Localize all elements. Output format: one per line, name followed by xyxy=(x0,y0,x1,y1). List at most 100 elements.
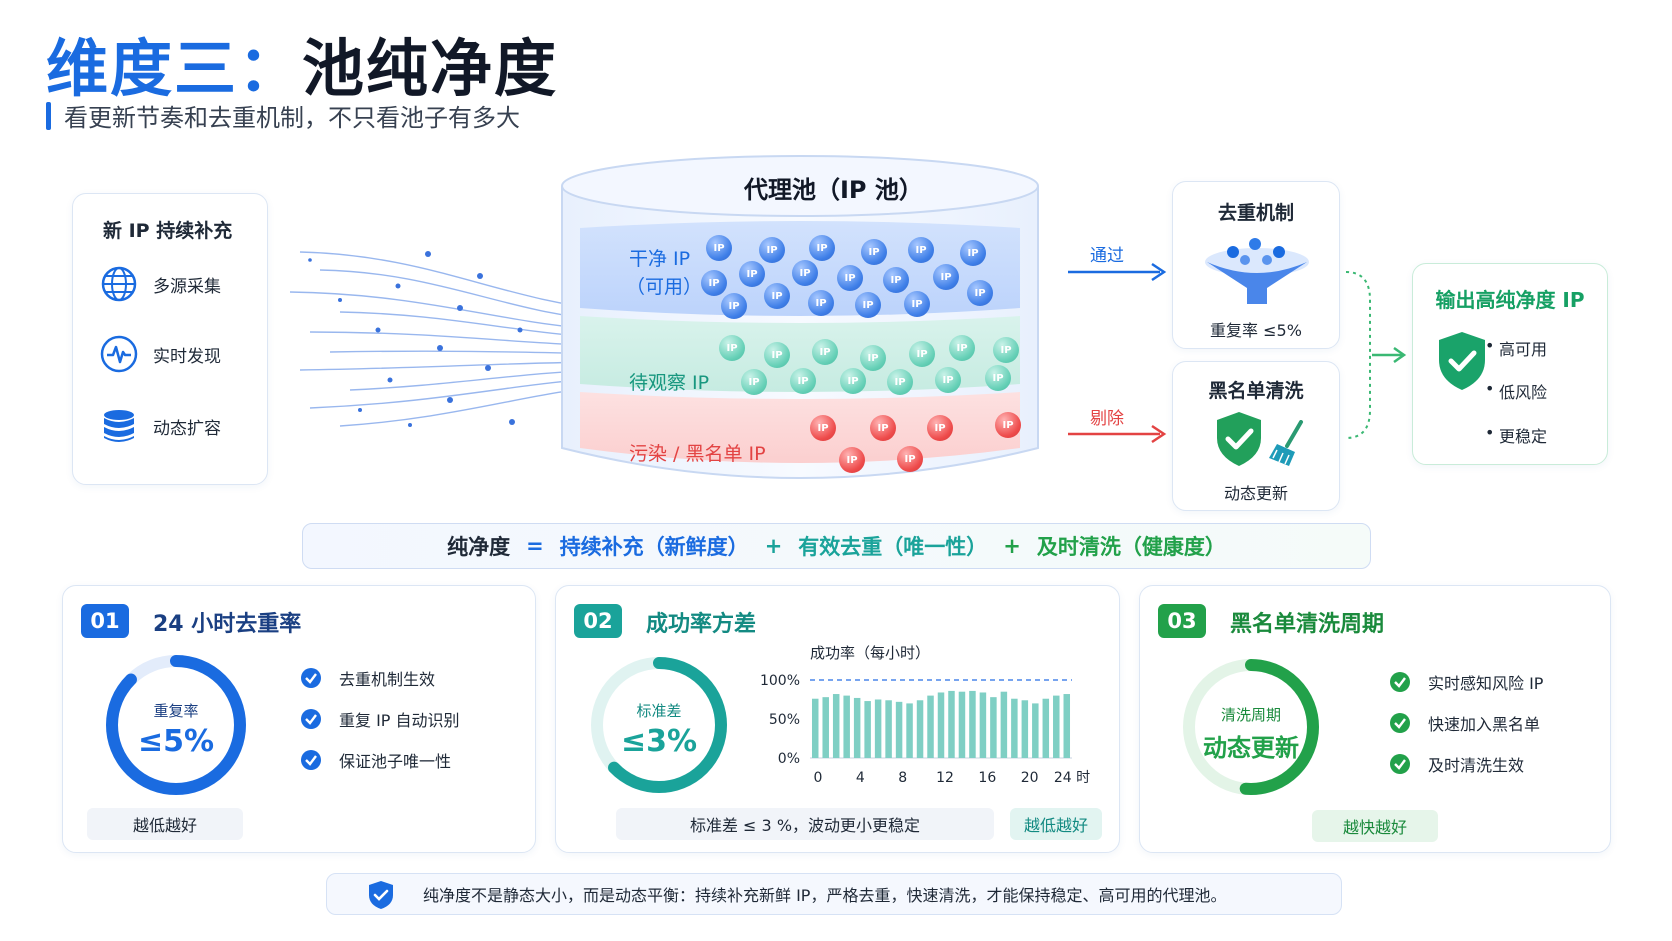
output-item: 更稳定 xyxy=(1485,423,1547,447)
ip-dot: IP xyxy=(897,446,923,472)
funnel-icon xyxy=(1205,238,1309,304)
check-item: 实时感知风险 IP xyxy=(1390,670,1543,694)
y-tick-label: 100% xyxy=(760,673,800,689)
source-card: 新 IP 持续补充 多源采集 实时发现 动态扩容 xyxy=(72,193,268,485)
y-tick-label: 50% xyxy=(769,712,800,728)
ip-dot: IP xyxy=(808,290,834,316)
source-item-label: 实时发现 xyxy=(153,346,221,367)
page-subtitle: 看更新节奏和去重机制，不只看池子有多大 xyxy=(46,98,520,133)
ip-dot: IP xyxy=(870,415,896,441)
x-tick-label: 8 xyxy=(898,770,907,786)
metric-card-blacklist: 03 黑名单清洗周期 清洗周期 动态更新 越快越好 实时感知风险 IP 快速加入… xyxy=(1139,585,1611,853)
bar xyxy=(1000,691,1008,758)
check-item-label: 重复 IP 自动识别 xyxy=(339,711,460,730)
metric-number: 03 xyxy=(1158,604,1206,638)
x-tick-label: 12 xyxy=(936,770,954,786)
ip-dot: IP xyxy=(935,367,961,393)
ip-dot: IP xyxy=(960,240,986,266)
bar xyxy=(937,692,945,758)
formula-term-fresh: 持续补充（新鲜度） xyxy=(559,535,749,559)
ip-dot: IP xyxy=(719,335,745,361)
check-circle-icon xyxy=(301,709,321,729)
ip-dot: IP xyxy=(701,270,727,296)
metric-title: 黑名单清洗周期 xyxy=(1230,612,1385,637)
shield-check-icon xyxy=(1439,332,1485,390)
ip-dot: IP xyxy=(933,264,959,290)
check-item: 及时清洗生效 xyxy=(1390,752,1524,776)
output-card: 输出高纯净度 IP 高可用 低风险 更稳定 xyxy=(1412,263,1608,465)
bar xyxy=(916,700,924,758)
ip-dot: IP xyxy=(809,235,835,261)
dedup-rate-text: 重复率 ≤5% xyxy=(1210,321,1302,340)
ip-dot: IP xyxy=(860,345,886,371)
source-item-label: 多源采集 xyxy=(153,276,221,297)
ring-gauge xyxy=(1183,659,1319,795)
pass-label: 通过 xyxy=(1090,246,1124,266)
database-icon xyxy=(104,410,134,442)
metric-title: 成功率方差 xyxy=(646,612,757,637)
remove-label: 剔除 xyxy=(1090,409,1124,429)
footer-note: 纯净度不是静态大小，而是动态平衡：持续补充新鲜 IP，严格去重，快速清洗，才能保… xyxy=(326,873,1342,915)
ip-dot: IP xyxy=(706,235,732,261)
check-circle-icon xyxy=(301,668,321,688)
page-title: 维度三：池纯净度 xyxy=(46,18,558,108)
formula-eq: = xyxy=(526,534,544,558)
ip-dot: IP xyxy=(764,342,790,368)
ip-dot: IP xyxy=(855,292,881,318)
source-item-realtime: 实时发现 xyxy=(99,334,221,374)
blacklist-title: 黑名单清洗 xyxy=(1208,380,1304,402)
check-item: 保证池子唯一性 xyxy=(301,748,451,772)
formula-plus: + xyxy=(764,534,783,558)
ip-dot: IP xyxy=(741,369,767,395)
bar xyxy=(1011,698,1018,758)
clean-ip-sublabel: （可用） xyxy=(626,276,703,298)
formula-term-unique: 有效去重（唯一性） xyxy=(798,535,988,559)
metric-title: 24 小时去重率 xyxy=(153,612,302,637)
ip-dot: IP xyxy=(790,368,816,394)
check-circle-icon xyxy=(1390,672,1410,692)
bar xyxy=(1021,700,1029,758)
metric-number: 02 xyxy=(574,604,622,638)
bar xyxy=(958,691,966,758)
merge-connector xyxy=(1345,271,1407,439)
ring-gauge xyxy=(591,657,727,793)
ring-label: 标准差 xyxy=(636,702,682,720)
ip-dot: IP xyxy=(764,283,790,309)
page-title-prefix: 维度三： xyxy=(46,32,303,105)
ip-dot: IP xyxy=(812,339,838,365)
pulse-icon xyxy=(100,335,138,373)
formula-bar: 纯净度 = 持续补充（新鲜度） + 有效去重（唯一性） + 及时清洗（健康度） xyxy=(302,523,1371,569)
output-item: 低风险 xyxy=(1485,379,1547,403)
bar xyxy=(895,701,903,758)
check-circle-icon xyxy=(301,750,321,770)
ip-dot: IP xyxy=(883,267,909,293)
ip-dot: IP xyxy=(839,447,865,473)
observe-ip-label: 待观察 IP xyxy=(629,372,710,394)
blacklist-card: 黑名单清洗 动态更新 xyxy=(1172,361,1340,511)
ip-dot: IP xyxy=(810,415,836,441)
bar xyxy=(1063,694,1071,758)
ip-dot: IP xyxy=(967,280,993,306)
page-title-main: 池纯净度 xyxy=(302,32,559,105)
check-item-label: 去重机制生效 xyxy=(339,670,436,689)
x-tick-label: 16 xyxy=(978,770,996,786)
ip-dot: IP xyxy=(840,368,866,394)
globe-icon xyxy=(101,266,137,302)
polluted-ip-label: 污染 / 黑名单 IP xyxy=(629,443,766,465)
shield-check-icon xyxy=(369,881,393,909)
source-title: 新 IP 持续补充 xyxy=(103,220,233,242)
ip-dot: IP xyxy=(759,237,785,263)
ip-dot: IP xyxy=(995,412,1021,438)
blacklist-footer: 动态更新 xyxy=(1223,484,1288,503)
shield-check-icon xyxy=(1217,412,1261,466)
metric-pill: 越低越好 xyxy=(1010,808,1102,840)
bar xyxy=(906,703,913,758)
formula-term-health: 及时清洗（健康度） xyxy=(1036,535,1226,559)
ring-value: ≤3% xyxy=(620,724,698,759)
output-item: 高可用 xyxy=(1485,336,1547,360)
chart-title: 成功率（每小时） xyxy=(810,644,931,662)
dedup-card: 去重机制 重复率 ≤5% xyxy=(1172,181,1340,349)
source-item-multi: 多源采集 xyxy=(99,264,221,304)
footer-text: 纯净度不是静态大小，而是动态平衡：持续补充新鲜 IP，严格去重，快速清洗，才能保… xyxy=(423,886,1227,905)
